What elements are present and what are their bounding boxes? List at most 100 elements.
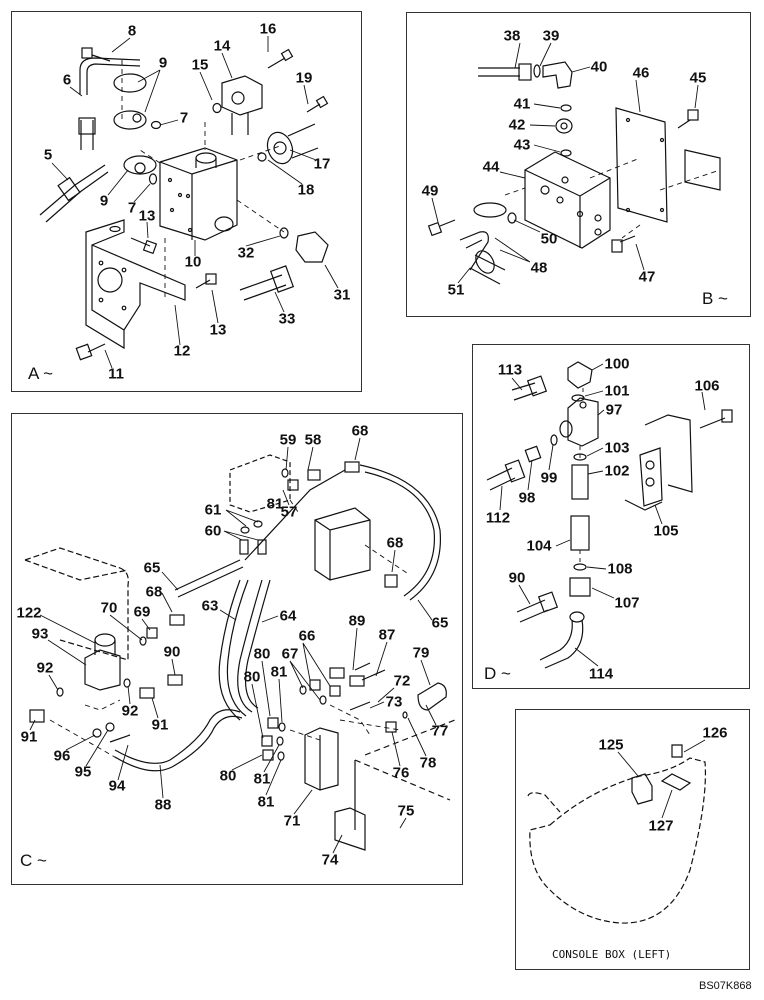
panel-b: [406, 12, 751, 317]
callout-104: 104: [526, 537, 552, 555]
callout-94: 94: [108, 777, 126, 795]
callout-67: 67: [281, 645, 299, 663]
callout-112: 112: [485, 509, 511, 527]
callout-114: 114: [588, 665, 614, 683]
view-label-d: D ~: [484, 664, 511, 683]
component-box: [314, 507, 371, 581]
callout-60: 60: [204, 522, 222, 540]
callout-65: 65: [431, 614, 449, 632]
callout-33: 33: [278, 310, 296, 328]
callout-64: 64: [279, 607, 297, 625]
callout-12: 12: [173, 342, 191, 360]
callout-107: 107: [614, 594, 640, 612]
callout-6: 6: [62, 71, 72, 89]
callout-97: 97: [605, 401, 623, 419]
callout-44: 44: [482, 158, 500, 176]
callout-91: 91: [151, 716, 169, 734]
callout-77: 77: [431, 722, 449, 740]
callout-15: 15: [191, 56, 209, 74]
callout-93: 93: [31, 625, 49, 643]
callout-80: 80: [243, 668, 261, 686]
callout-16: 16: [259, 20, 277, 38]
view-label-b: B ~: [702, 289, 728, 308]
plate-46: [615, 107, 668, 223]
valve-block-10: [159, 147, 238, 241]
callout-80: 80: [253, 645, 271, 663]
callout-9: 9: [99, 192, 109, 210]
callout-74: 74: [321, 851, 339, 869]
callout-76: 76: [392, 764, 410, 782]
callout-46: 46: [632, 64, 650, 82]
callout-81: 81: [253, 770, 271, 788]
callout-108: 108: [607, 560, 633, 578]
callout-69: 69: [133, 603, 151, 621]
callout-58: 58: [304, 431, 322, 449]
callout-43: 43: [513, 136, 531, 154]
callout-13: 13: [138, 207, 156, 225]
callout-99: 99: [540, 469, 558, 487]
callout-92: 92: [36, 659, 54, 677]
callout-90: 90: [163, 643, 181, 661]
callout-90: 90: [508, 569, 526, 587]
drawing-code: BS07K868: [699, 980, 752, 992]
callout-89: 89: [348, 612, 366, 630]
callout-50: 50: [540, 230, 558, 248]
callout-7: 7: [179, 109, 189, 127]
panel-console-box: [515, 709, 750, 970]
callout-125: 125: [598, 736, 624, 754]
callout-38: 38: [503, 27, 521, 45]
callout-19: 19: [295, 69, 313, 87]
callout-122: 122: [16, 604, 42, 622]
callout-113: 113: [497, 361, 523, 379]
panel-c: [11, 413, 463, 885]
callout-70: 70: [100, 599, 118, 617]
callout-91: 91: [20, 728, 38, 746]
bracket-12: [85, 219, 186, 350]
callout-7: 7: [127, 199, 137, 217]
callout-105: 105: [653, 522, 679, 540]
callout-47: 47: [638, 268, 656, 286]
callout-100: 100: [604, 355, 630, 373]
callout-59: 59: [279, 431, 297, 449]
callout-45: 45: [689, 69, 707, 87]
callout-68: 68: [145, 583, 163, 601]
callout-61: 61: [204, 501, 222, 519]
callout-68: 68: [386, 534, 404, 552]
callout-13: 13: [209, 321, 227, 339]
callout-81: 81: [270, 663, 288, 681]
callout-75: 75: [397, 802, 415, 820]
callout-95: 95: [74, 763, 92, 781]
callout-65: 65: [143, 559, 161, 577]
callout-11: 11: [108, 365, 124, 383]
callout-81: 81: [257, 793, 275, 811]
callout-17: 17: [313, 155, 331, 173]
view-label-c: C ~: [20, 851, 47, 870]
callout-78: 78: [419, 754, 437, 772]
callout-51: 51: [447, 281, 465, 299]
control-valve-outline: [229, 454, 291, 513]
callout-79: 79: [412, 644, 430, 662]
callout-8: 8: [127, 22, 137, 40]
callout-127: 127: [648, 817, 674, 835]
callout-103: 103: [604, 439, 630, 457]
callout-80: 80: [219, 767, 237, 785]
console-box-outline: [527, 757, 706, 924]
view-label-a: A ~: [28, 364, 54, 383]
callout-68: 68: [351, 422, 369, 440]
callout-73: 73: [385, 693, 403, 711]
callout-81: 81: [266, 495, 284, 513]
callout-31: 31: [333, 286, 351, 304]
callout-92: 92: [121, 702, 139, 720]
callout-88: 88: [154, 796, 172, 814]
callout-39: 39: [542, 27, 560, 45]
callout-126: 126: [702, 724, 728, 742]
console-box-caption: CONSOLE BOX (LEFT): [552, 948, 672, 961]
callout-42: 42: [508, 116, 526, 134]
callout-57: 57: [280, 503, 298, 521]
callout-9: 9: [158, 54, 168, 72]
callout-98: 98: [518, 489, 536, 507]
tee-block-97: [559, 397, 599, 447]
callout-101: 101: [604, 382, 630, 400]
callout-32: 32: [237, 244, 255, 262]
